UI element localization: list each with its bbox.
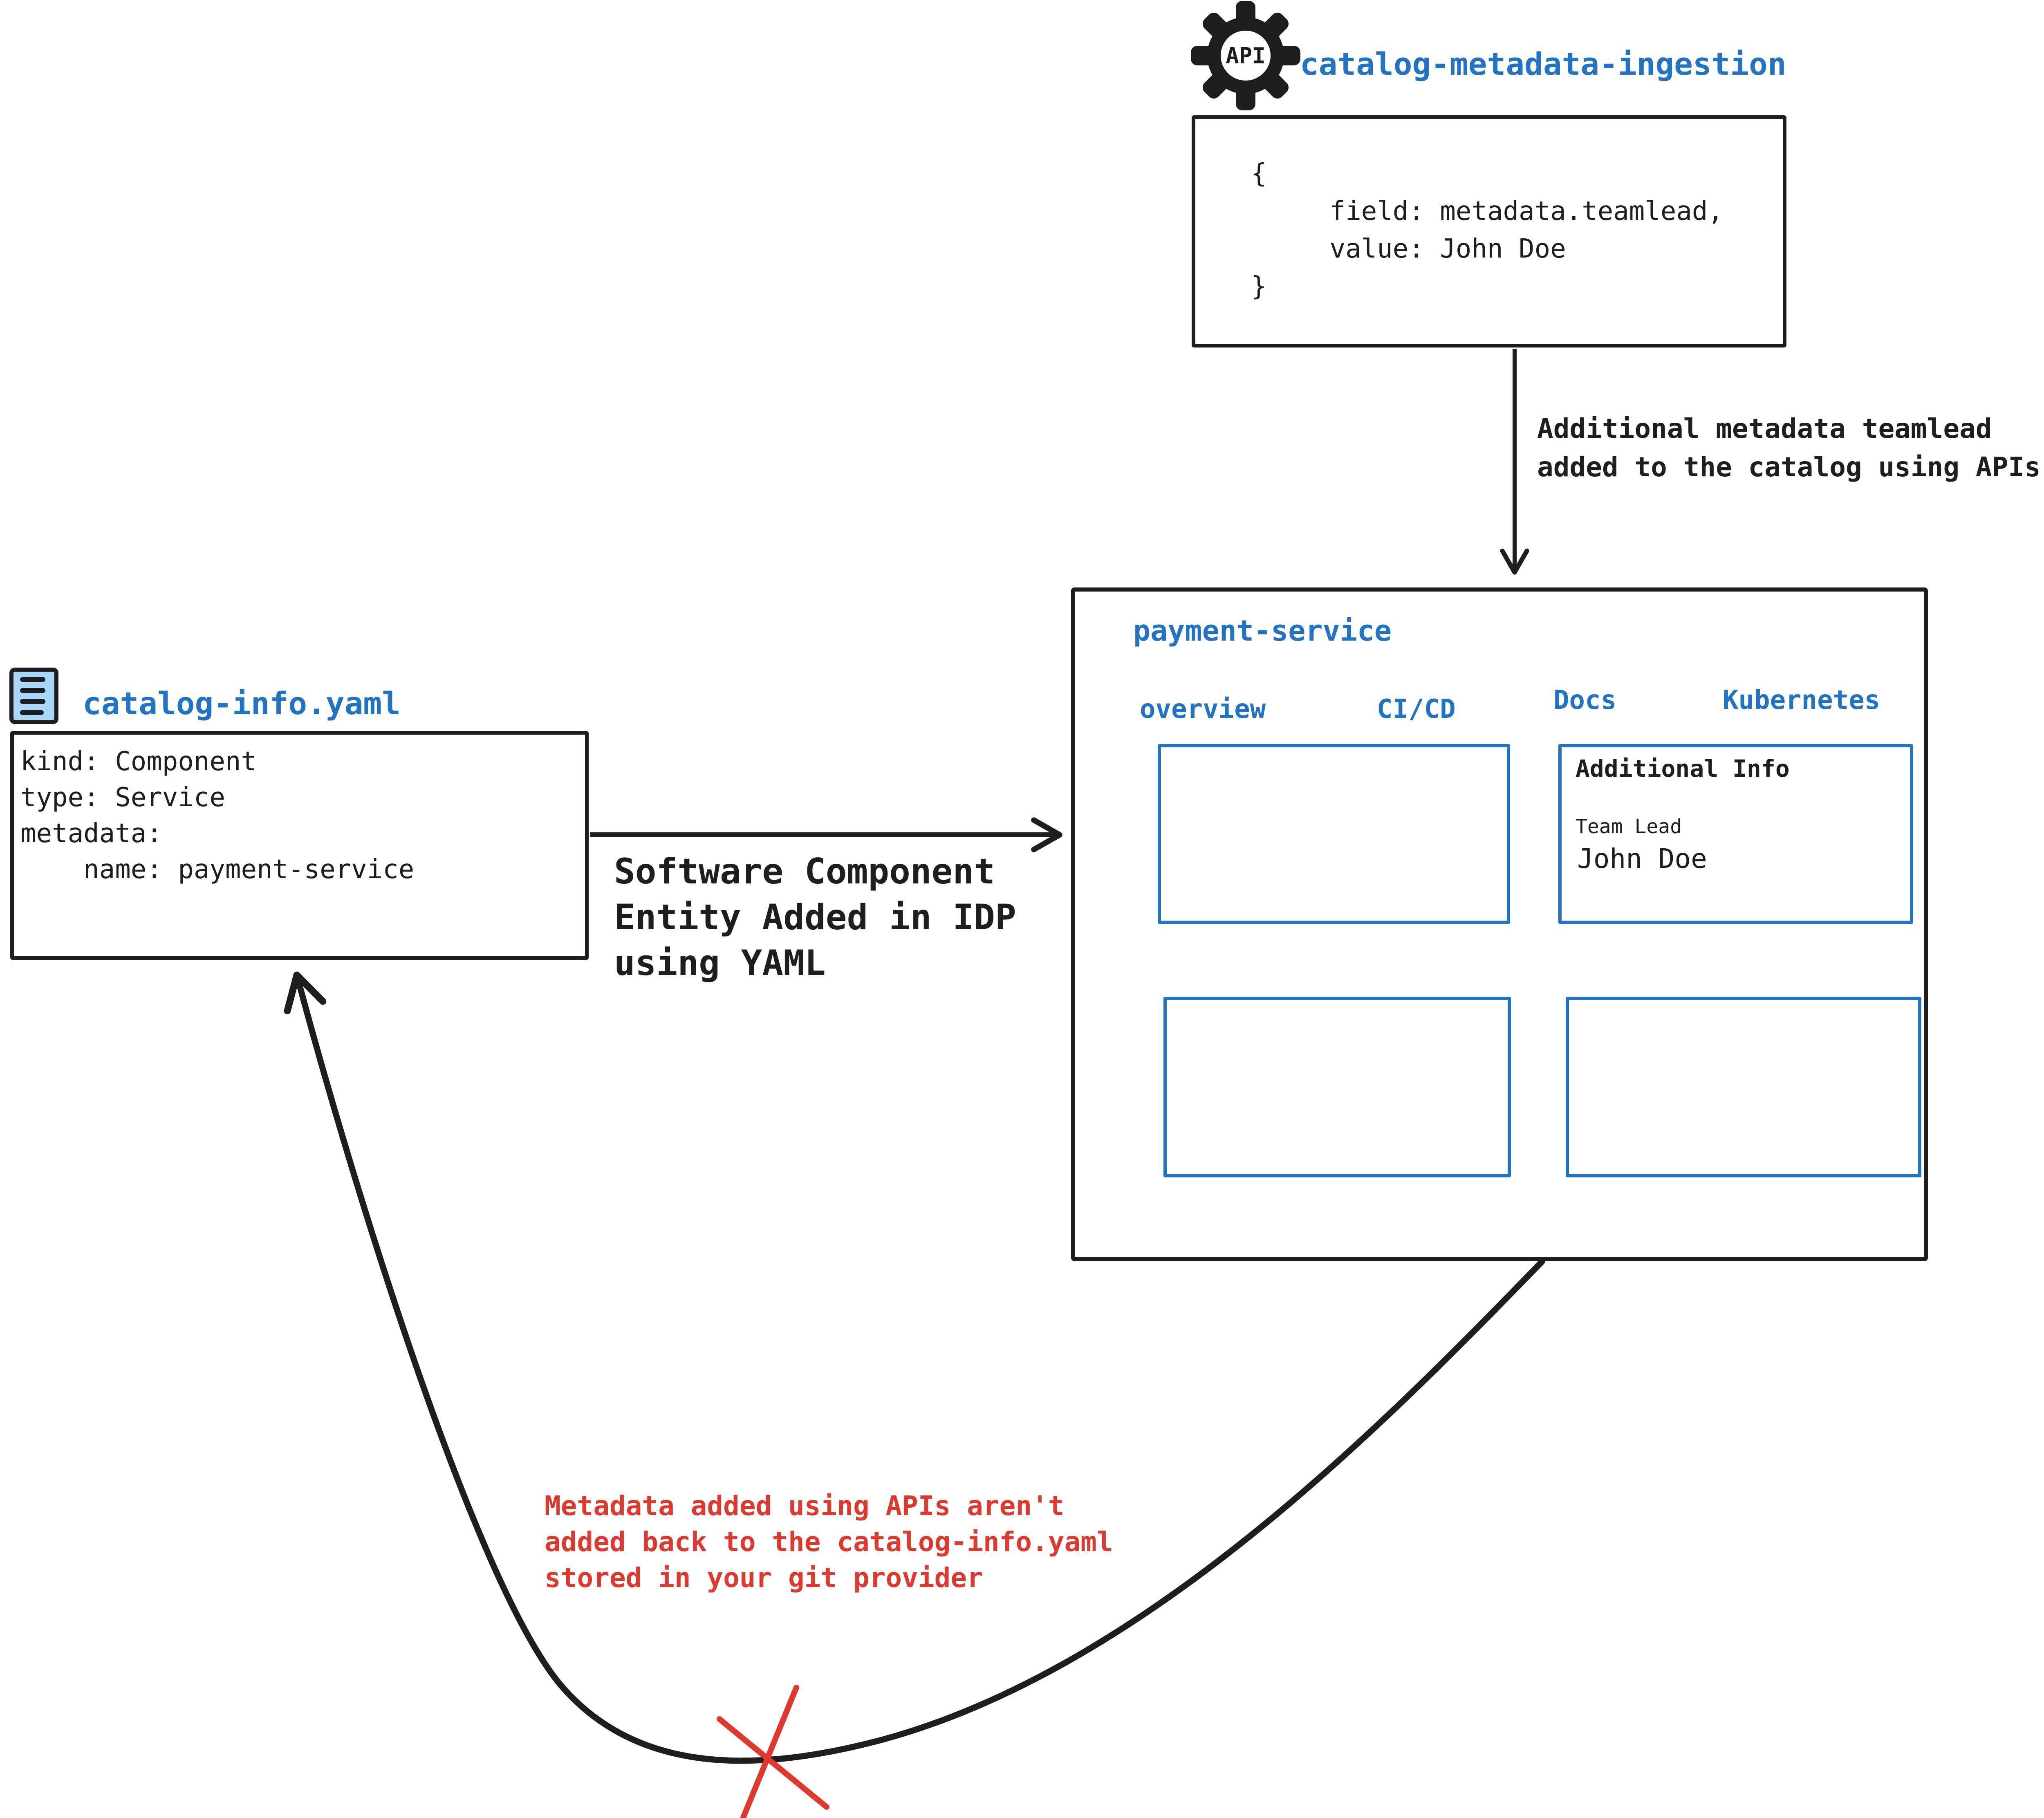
yaml-line: metadata: xyxy=(20,818,162,849)
bottom-right-card-placeholder xyxy=(1566,997,1921,1177)
catalog-info-file-name: catalog-info.yaml xyxy=(83,685,401,722)
warning-line2: added back to the catalog-info.yaml xyxy=(545,1526,1113,1558)
yaml-entity-arrow-label-line1: Software Component xyxy=(614,851,995,892)
not-synced-warning-note: Metadata added using APIs aren't added b… xyxy=(545,1488,1113,1596)
yaml-line: type: Service xyxy=(20,782,225,813)
tab-kubernetes: Kubernetes xyxy=(1723,685,1880,715)
document-icon xyxy=(9,668,58,724)
gear-api-icon: API xyxy=(1191,1,1300,110)
team-lead-value: John Doe xyxy=(1577,843,1707,874)
warning-line1: Metadata added using APIs aren't xyxy=(545,1490,1065,1522)
payload-line: value: John Doe xyxy=(1251,234,1566,264)
yaml-entity-arrow-label-line2: Entity Added in IDP xyxy=(614,897,1016,938)
payload-line: field: metadata.teamlead, xyxy=(1251,196,1724,226)
api-ingest-arrow-label-line1: Additional metadata teamlead xyxy=(1537,413,1992,444)
team-lead-label: Team Lead xyxy=(1576,815,1682,838)
api-icon-label: API xyxy=(1226,43,1266,69)
yaml-line: kind: Component xyxy=(20,746,257,777)
yaml-line: name: payment-service xyxy=(20,854,415,885)
yaml-entity-arrow-label-line3: using YAML xyxy=(614,943,826,984)
tab-cicd: CI/CD xyxy=(1377,694,1456,724)
tab-docs: Docs xyxy=(1553,685,1617,715)
payload-line: { xyxy=(1251,159,1267,189)
tab-overview: overview xyxy=(1140,694,1266,724)
payload-line: } xyxy=(1251,271,1267,302)
api-ingest-arrow-label-line2: added to the catalog using APIs xyxy=(1537,451,2041,483)
yaml-entity-arrow-label: Software Component Entity Added in IDP u… xyxy=(614,849,1016,986)
bottom-left-card-placeholder xyxy=(1163,997,1511,1177)
payment-service-title: payment-service xyxy=(1133,614,1392,648)
warning-line3: stored in your git provider xyxy=(545,1562,983,1594)
additional-info-card xyxy=(1558,744,1913,924)
api-ingest-arrow-label: Additional metadata teamlead added to th… xyxy=(1537,410,2041,486)
catalog-info-box: kind: Component type: Service metadata: … xyxy=(10,731,589,960)
api-payload-box: { field: metadata.teamlead, value: John … xyxy=(1192,115,1786,347)
not-synced-cross-icon xyxy=(717,1685,829,1818)
additional-info-heading: Additional Info xyxy=(1576,755,1790,782)
api-service-name: catalog-metadata-ingestion xyxy=(1300,46,1786,82)
overview-card-placeholder xyxy=(1158,744,1510,924)
